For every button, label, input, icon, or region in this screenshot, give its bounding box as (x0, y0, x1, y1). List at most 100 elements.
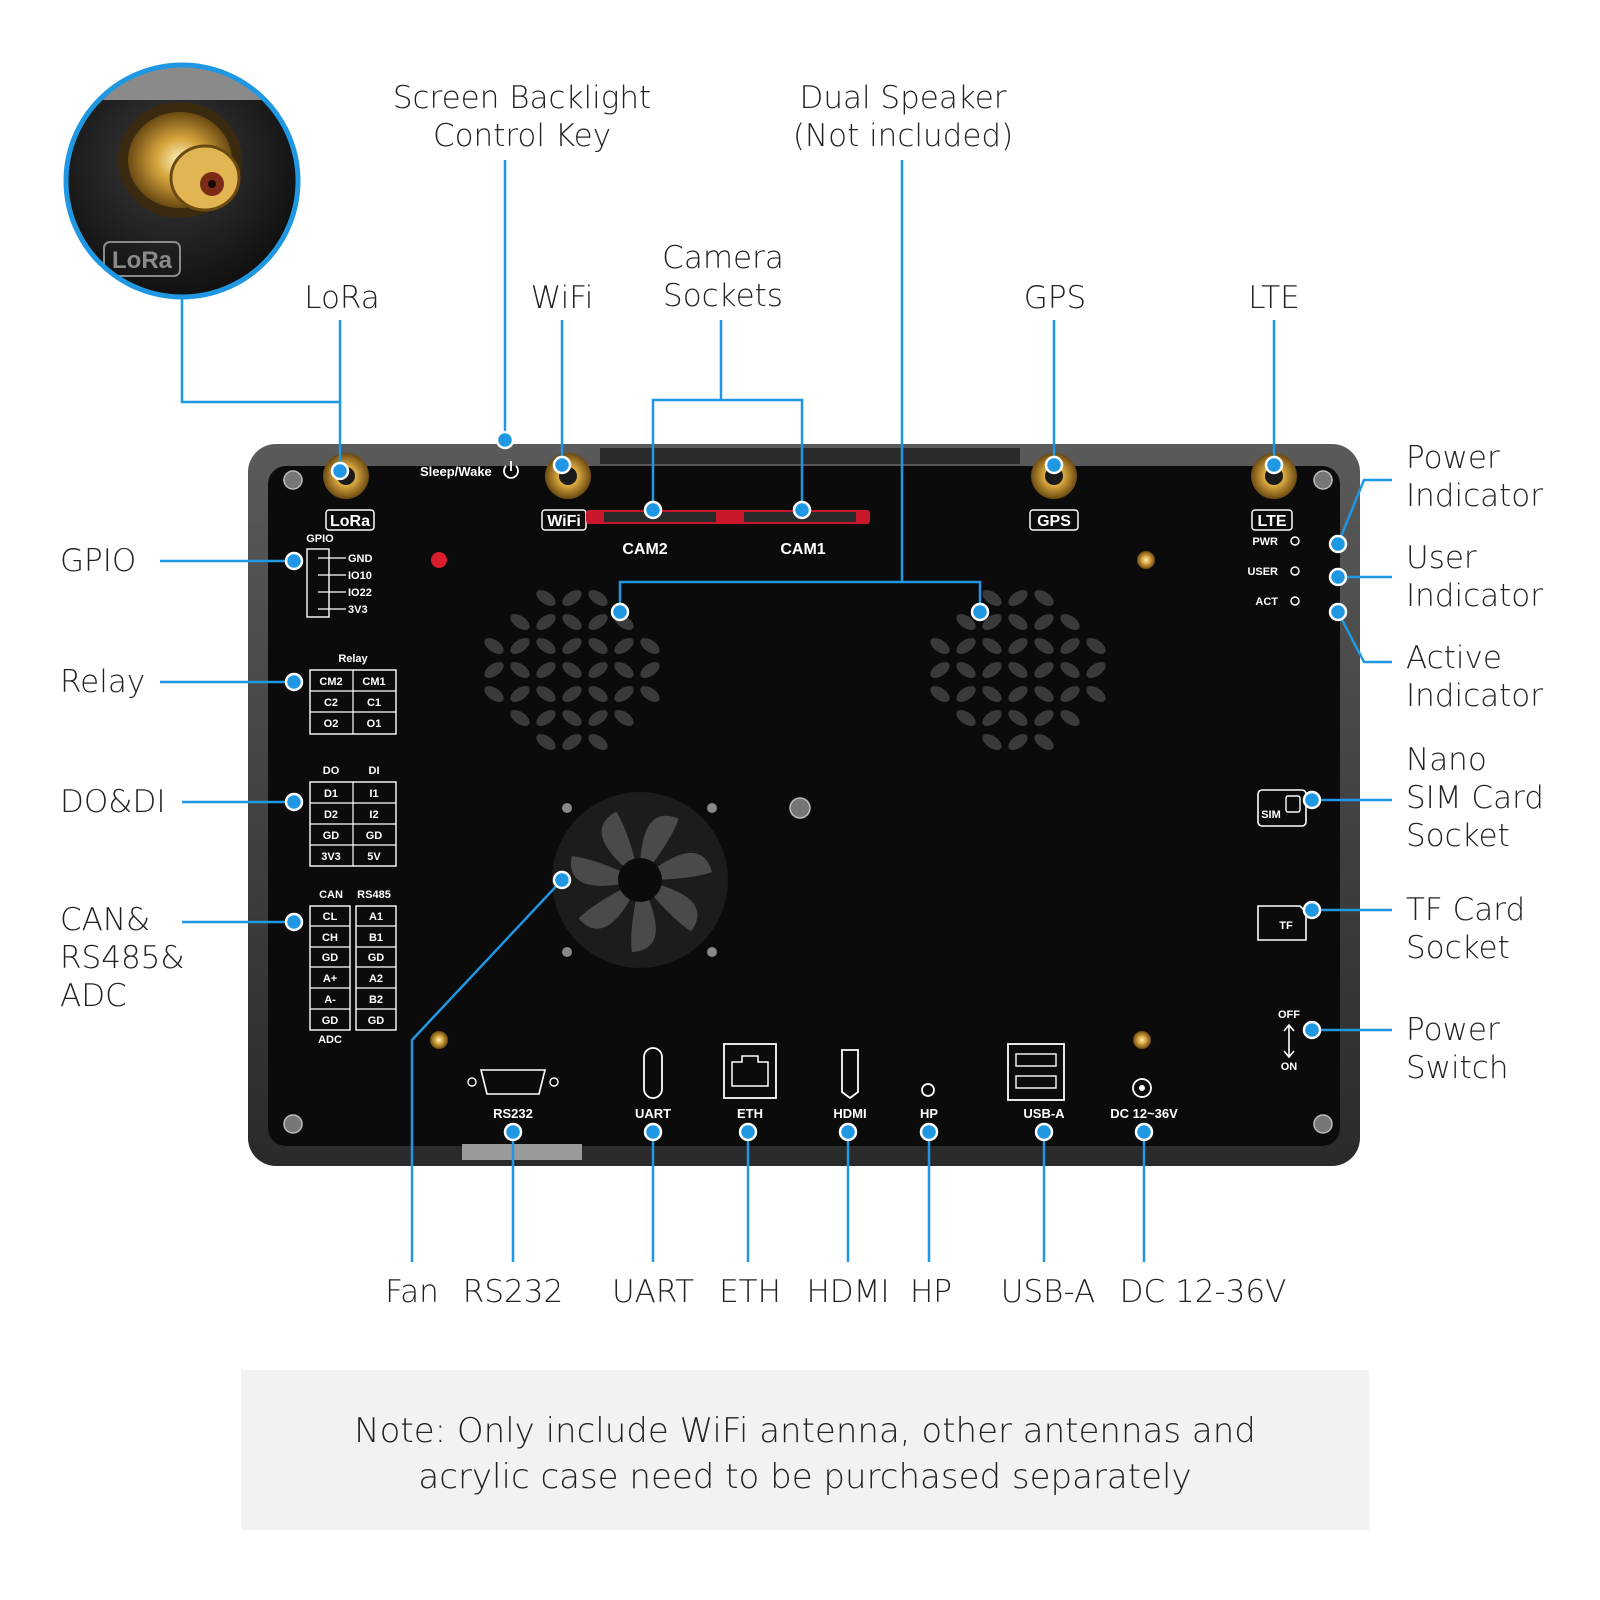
can-cell: GD (322, 1015, 339, 1027)
gpio-pin-3v3: 3V3 (348, 604, 368, 616)
dodi-cell: D2 (324, 809, 338, 821)
can-cell: A1 (369, 911, 383, 923)
dodi-cell: D1 (324, 788, 338, 800)
grille-hole (930, 638, 950, 654)
callout-dual-speaker-line2: (Not included) (793, 118, 1013, 154)
grille-hole (640, 638, 660, 654)
callout-fan: Fan (385, 1274, 439, 1310)
lora-connector-inset: LoRa (63, 62, 301, 300)
inset-lora-badge: LoRa (112, 247, 173, 274)
speaker-grille-left (484, 590, 660, 750)
grille-hole (1086, 638, 1106, 654)
leader-lines (160, 160, 1392, 1262)
callout-hdmi: HDMI (806, 1274, 889, 1310)
adc-label: ADC (318, 1034, 342, 1046)
callout-can-line1: CAN& (60, 902, 150, 938)
grille-hole (1034, 590, 1054, 606)
grille-hole (562, 734, 582, 750)
grille-hole (510, 710, 530, 726)
port-label-uart: UART (635, 1106, 671, 1121)
grille-hole (1060, 710, 1080, 726)
camera-sockets (586, 510, 870, 524)
callout-power-indicator-line1: Power (1406, 440, 1500, 476)
can-header: CAN (319, 889, 343, 901)
grille-hole (1034, 710, 1054, 726)
dodi-cell: I2 (369, 809, 378, 821)
sim-card-icon (1257, 789, 1307, 827)
grille-hole (614, 662, 634, 678)
can-cell: GD (368, 1015, 385, 1027)
grille-hole (562, 590, 582, 606)
relay-cell: O1 (367, 718, 382, 730)
antenna-tag-wifi: WiFi (547, 513, 581, 530)
can-cell: A+ (323, 973, 337, 985)
callout-gpio: GPIO (60, 543, 136, 579)
callout-camera-sockets-line2: Sockets (663, 278, 783, 314)
dodi-cell: GD (323, 830, 340, 842)
sleep-wake-label: Sleep/Wake (420, 464, 492, 479)
relay-cell: O2 (324, 718, 339, 730)
callout-nano-sim-line2: SIM Card (1406, 780, 1544, 816)
do-header: DO (323, 765, 340, 777)
callout-wifi: WiFi (531, 280, 594, 316)
grille-hole (1086, 662, 1106, 678)
callout-nano-sim-line3: Socket (1406, 818, 1510, 854)
grille-hole (1034, 638, 1054, 654)
callout-can-line3: ADC (60, 978, 127, 1014)
corner-screws (283, 470, 1333, 1134)
callout-gps: GPS (1024, 280, 1086, 316)
callout-screen-backlight-line1: Screen Backlight (393, 80, 651, 116)
can-cell: CL (323, 911, 338, 923)
callout-active-indicator-line1: Active (1406, 640, 1502, 676)
grille-hole (562, 686, 582, 702)
grille-hole (1008, 590, 1028, 606)
callout-screen-backlight-line2: Control Key (433, 118, 611, 154)
callout-lte: LTE (1248, 280, 1300, 316)
grille-hole (982, 638, 1002, 654)
relay-cell: CM2 (319, 676, 342, 688)
callout-power-switch-line1: Power (1406, 1012, 1500, 1048)
note-line-1: Note: Only include WiFi antenna, other a… (354, 1411, 1256, 1451)
dodi-cell: 5V (367, 851, 381, 863)
callout-hp: HP (910, 1274, 952, 1310)
grille-hole (1008, 638, 1028, 654)
can-cell: B1 (369, 932, 383, 944)
grille-hole (982, 686, 1002, 702)
leader-dots (284, 430, 1348, 1142)
callout-usb-a: USB-A (1001, 1274, 1095, 1310)
grille-hole (588, 734, 608, 750)
port-label-hp: HP (920, 1106, 938, 1121)
grille-hole (536, 614, 556, 630)
dodi-cell: GD (366, 830, 383, 842)
grille-hole (510, 614, 530, 630)
grille-hole (1034, 662, 1054, 678)
grille-hole (956, 638, 976, 654)
note-line-2: acrylic case need to be purchased separa… (418, 1457, 1192, 1497)
dodi-cell: I1 (369, 788, 378, 800)
switch-on-label: ON (1281, 1061, 1298, 1073)
callout-user-indicator-line2: Indicator (1406, 578, 1543, 614)
can-cell: B2 (369, 994, 383, 1006)
gpio-title: GPIO (306, 533, 334, 545)
grille-hole (562, 638, 582, 654)
callout-dc: DC 12-36V (1120, 1274, 1287, 1310)
led-label-user: USER (1247, 566, 1278, 578)
switch-off-label: OFF (1278, 1009, 1300, 1021)
callout-eth: ETH (719, 1274, 781, 1310)
grille-hole (930, 686, 950, 702)
callout-power-switch-line2: Switch (1406, 1050, 1509, 1086)
grille-hole (1008, 614, 1028, 630)
callout-do-di: DO&DI (60, 784, 165, 820)
grille-hole (510, 662, 530, 678)
gpio-pin-io22: IO22 (348, 587, 372, 599)
grille-hole (956, 662, 976, 678)
fan-icon (552, 792, 728, 968)
callout-lora: LoRa (304, 280, 380, 316)
relay-cell: C2 (324, 697, 338, 709)
can-cell: A- (324, 994, 336, 1006)
antenna-tag-lora: LoRa (330, 513, 370, 530)
cam1-label: CAM1 (780, 541, 825, 558)
callout-uart: UART (612, 1274, 694, 1310)
grille-hole (1034, 734, 1054, 750)
speaker-grille-right (930, 590, 1106, 750)
